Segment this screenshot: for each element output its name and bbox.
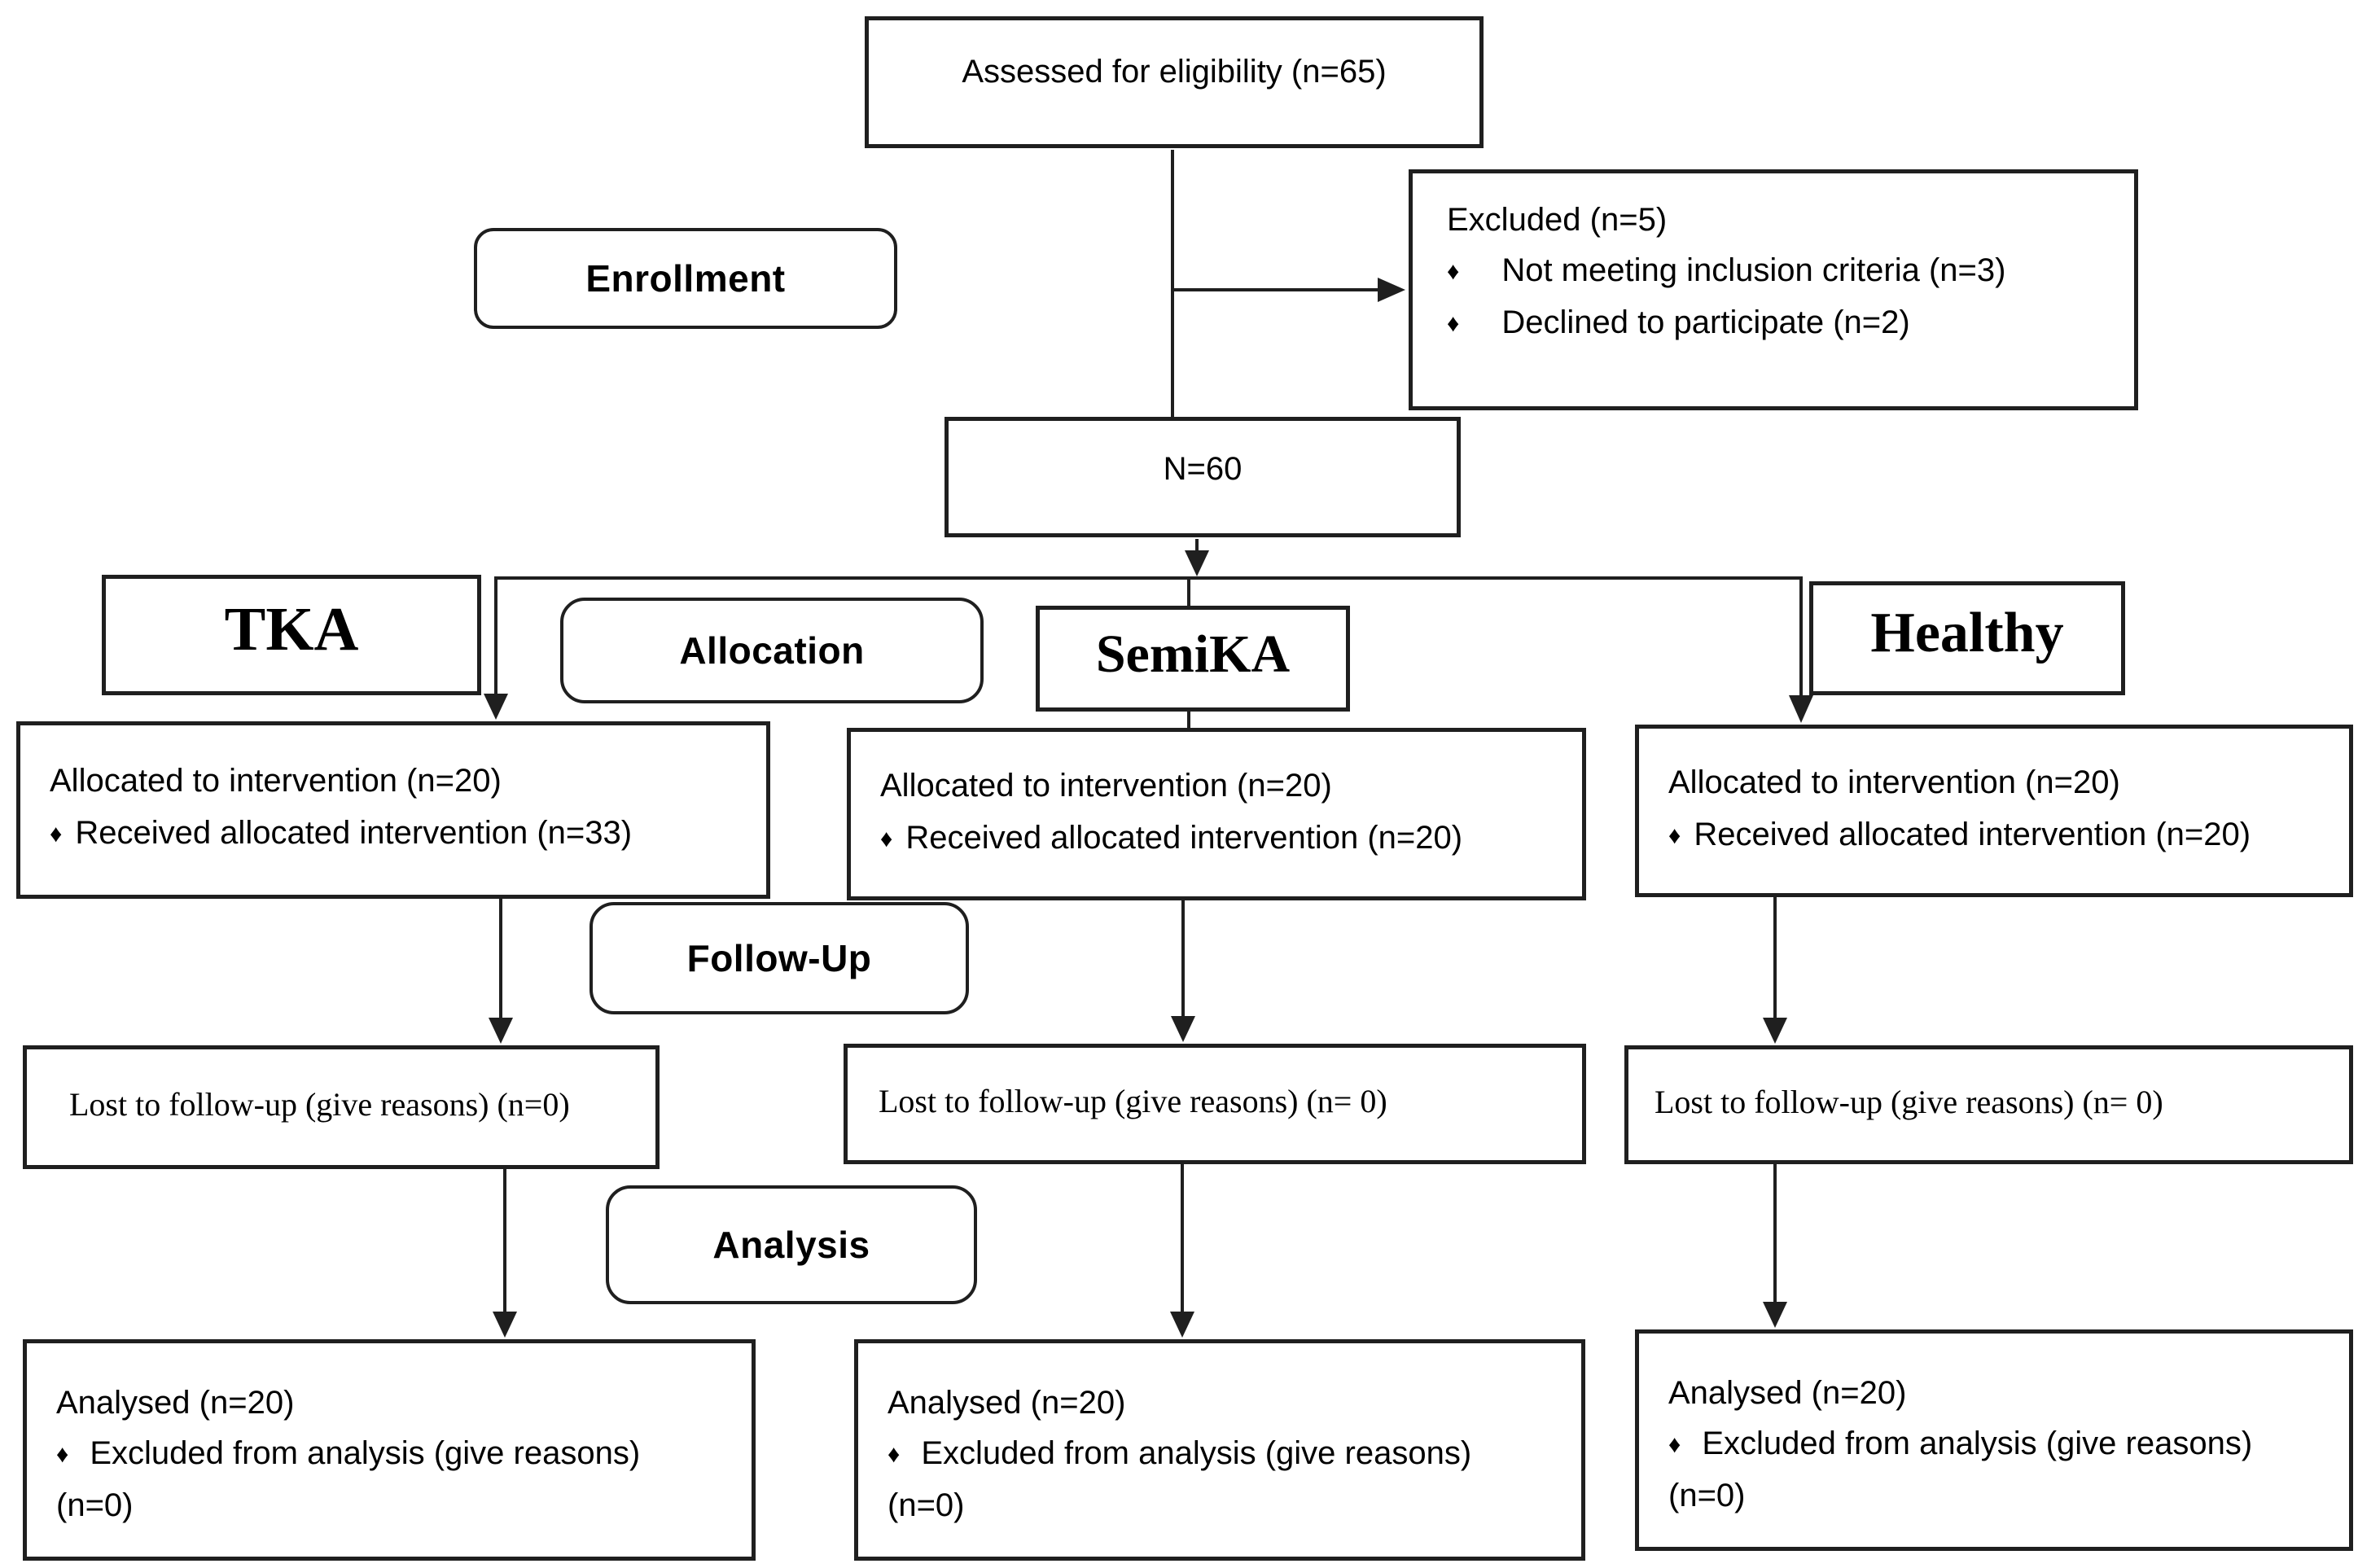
analysed-line3: (n=0) [56, 1487, 134, 1523]
lost-followup-text: Lost to follow-up (give reasons) (n= 0) [879, 1082, 1387, 1119]
analysed-line2: ♦ Excluded from analysis (give reasons) [56, 1428, 735, 1480]
arrowhead-icon [1789, 695, 1813, 723]
group-header-semika: SemiKA [1036, 606, 1350, 712]
analysed-box-semika: Analysed (n=20) ♦ Excluded from analysis … [854, 1339, 1585, 1561]
analysed-line2: ♦ Excluded from analysis (give reasons) [1668, 1418, 2333, 1470]
excluded-title: Excluded (n=5) [1447, 202, 1668, 238]
allocated-line1: Allocated to intervention (n=20) [1668, 764, 2120, 800]
allocated-line2: ♦ Received allocated intervention (n=33) [50, 807, 750, 861]
group-header-semika-text: SemiKA [1095, 624, 1291, 684]
analysed-box-tka: Analysed (n=20) ♦ Excluded from analysis … [23, 1339, 756, 1561]
allocated-box-healthy: Allocated to intervention (n=20) ♦ Receiv… [1635, 725, 2353, 897]
lost-followup-box-healthy: Lost to follow-up (give reasons) (n= 0) [1624, 1045, 2353, 1164]
enrollment-stage-text: Enrollment [585, 257, 786, 300]
analysed-box-healthy: Analysed (n=20) ♦ Excluded from analysis … [1635, 1329, 2353, 1551]
allocated-box-semika: Allocated to intervention (n=20) ♦ Receiv… [847, 728, 1586, 900]
randomized-n-box: N=60 [945, 417, 1461, 537]
arrowhead-icon [1763, 1018, 1787, 1044]
assessed-eligibility-box: Assessed for eligibility (n=65) [865, 16, 1484, 148]
excluded-item-text: Not meeting inclusion criteria (n=3) [1501, 252, 2006, 288]
diamond-bullet-icon: ♦ [1668, 1431, 1681, 1458]
allocated-line2-text: Received allocated intervention (n=20) [905, 820, 1463, 856]
group-header-tka: TKA [102, 575, 481, 695]
arrowhead-icon [484, 694, 508, 720]
allocated-line1: Allocated to intervention (n=20) [880, 768, 1332, 804]
allocation-stage-text: Allocation [679, 629, 865, 672]
lost-followup-text: Lost to follow-up (give reasons) (n= 0) [1655, 1083, 2163, 1120]
arrowhead-icon [1185, 550, 1209, 576]
excluded-item: ♦ Declined to participate (n=2) [1447, 297, 2123, 349]
allocation-stage-label: Allocation [560, 598, 984, 703]
analysed-line2-text: Excluded from analysis (give reasons) [90, 1435, 641, 1471]
analysed-line1: Analysed (n=20) [56, 1385, 295, 1421]
randomized-n-text: N=60 [1163, 451, 1243, 487]
followup-stage-label: Follow-Up [590, 902, 969, 1014]
assessed-eligibility-text: Assessed for eligibility (n=65) [962, 54, 1387, 90]
analysed-line3: (n=0) [1668, 1478, 1746, 1513]
analysis-stage-text: Analysis [712, 1224, 870, 1266]
enrollment-stage-label: Enrollment [474, 228, 897, 329]
analysed-line1: Analysed (n=20) [888, 1385, 1126, 1421]
lost-followup-box-tka: Lost to follow-up (give reasons) (n=0) [23, 1045, 660, 1169]
analysed-line1: Analysed (n=20) [1668, 1375, 1907, 1411]
analysed-line3: (n=0) [888, 1487, 965, 1523]
arrowhead-icon [1763, 1302, 1787, 1328]
group-header-healthy: Healthy [1809, 581, 2125, 695]
analysed-line2: ♦ Excluded from analysis (give reasons) [888, 1428, 1565, 1480]
arrowhead-icon [1378, 278, 1405, 302]
followup-stage-text: Follow-Up [686, 937, 872, 979]
diamond-bullet-icon: ♦ [1447, 258, 1460, 285]
excluded-box: Excluded (n=5) ♦ Not meeting inclusion cr… [1409, 169, 2138, 410]
excluded-item-text: Declined to participate (n=2) [1501, 304, 1910, 340]
lost-followup-box-semika: Lost to follow-up (give reasons) (n= 0) [844, 1044, 1586, 1164]
analysed-line2-text: Excluded from analysis (give reasons) [921, 1435, 1472, 1471]
arrowhead-icon [489, 1018, 513, 1044]
group-header-healthy-text: Healthy [1870, 602, 2064, 664]
allocated-box-tka: Allocated to intervention (n=20) ♦ Receiv… [16, 721, 770, 899]
diamond-bullet-icon: ♦ [1668, 822, 1681, 849]
group-header-tka-text: TKA [224, 594, 359, 664]
diamond-bullet-icon: ♦ [50, 821, 63, 848]
allocated-line2: ♦ Received allocated intervention (n=20) [880, 812, 1566, 865]
diamond-bullet-icon: ♦ [56, 1441, 69, 1468]
diamond-bullet-icon: ♦ [888, 1441, 901, 1468]
allocated-line2: ♦ Received allocated intervention (n=20) [1668, 808, 2333, 862]
excluded-item: ♦ Not meeting inclusion criteria (n=3) [1447, 245, 2123, 297]
allocated-line2-text: Received allocated intervention (n=20) [1694, 817, 2251, 852]
allocated-line2-text: Received allocated intervention (n=33) [75, 815, 633, 851]
arrowhead-icon [1170, 1312, 1194, 1338]
diamond-bullet-icon: ♦ [880, 826, 893, 852]
arrowhead-icon [1171, 1016, 1195, 1042]
analysed-line2-text: Excluded from analysis (give reasons) [1702, 1426, 2253, 1461]
arrowhead-icon [493, 1312, 517, 1338]
diamond-bullet-icon: ♦ [1447, 310, 1460, 337]
analysis-stage-label: Analysis [606, 1185, 977, 1304]
allocated-line1: Allocated to intervention (n=20) [50, 763, 502, 799]
lost-followup-text: Lost to follow-up (give reasons) (n=0) [69, 1085, 570, 1123]
